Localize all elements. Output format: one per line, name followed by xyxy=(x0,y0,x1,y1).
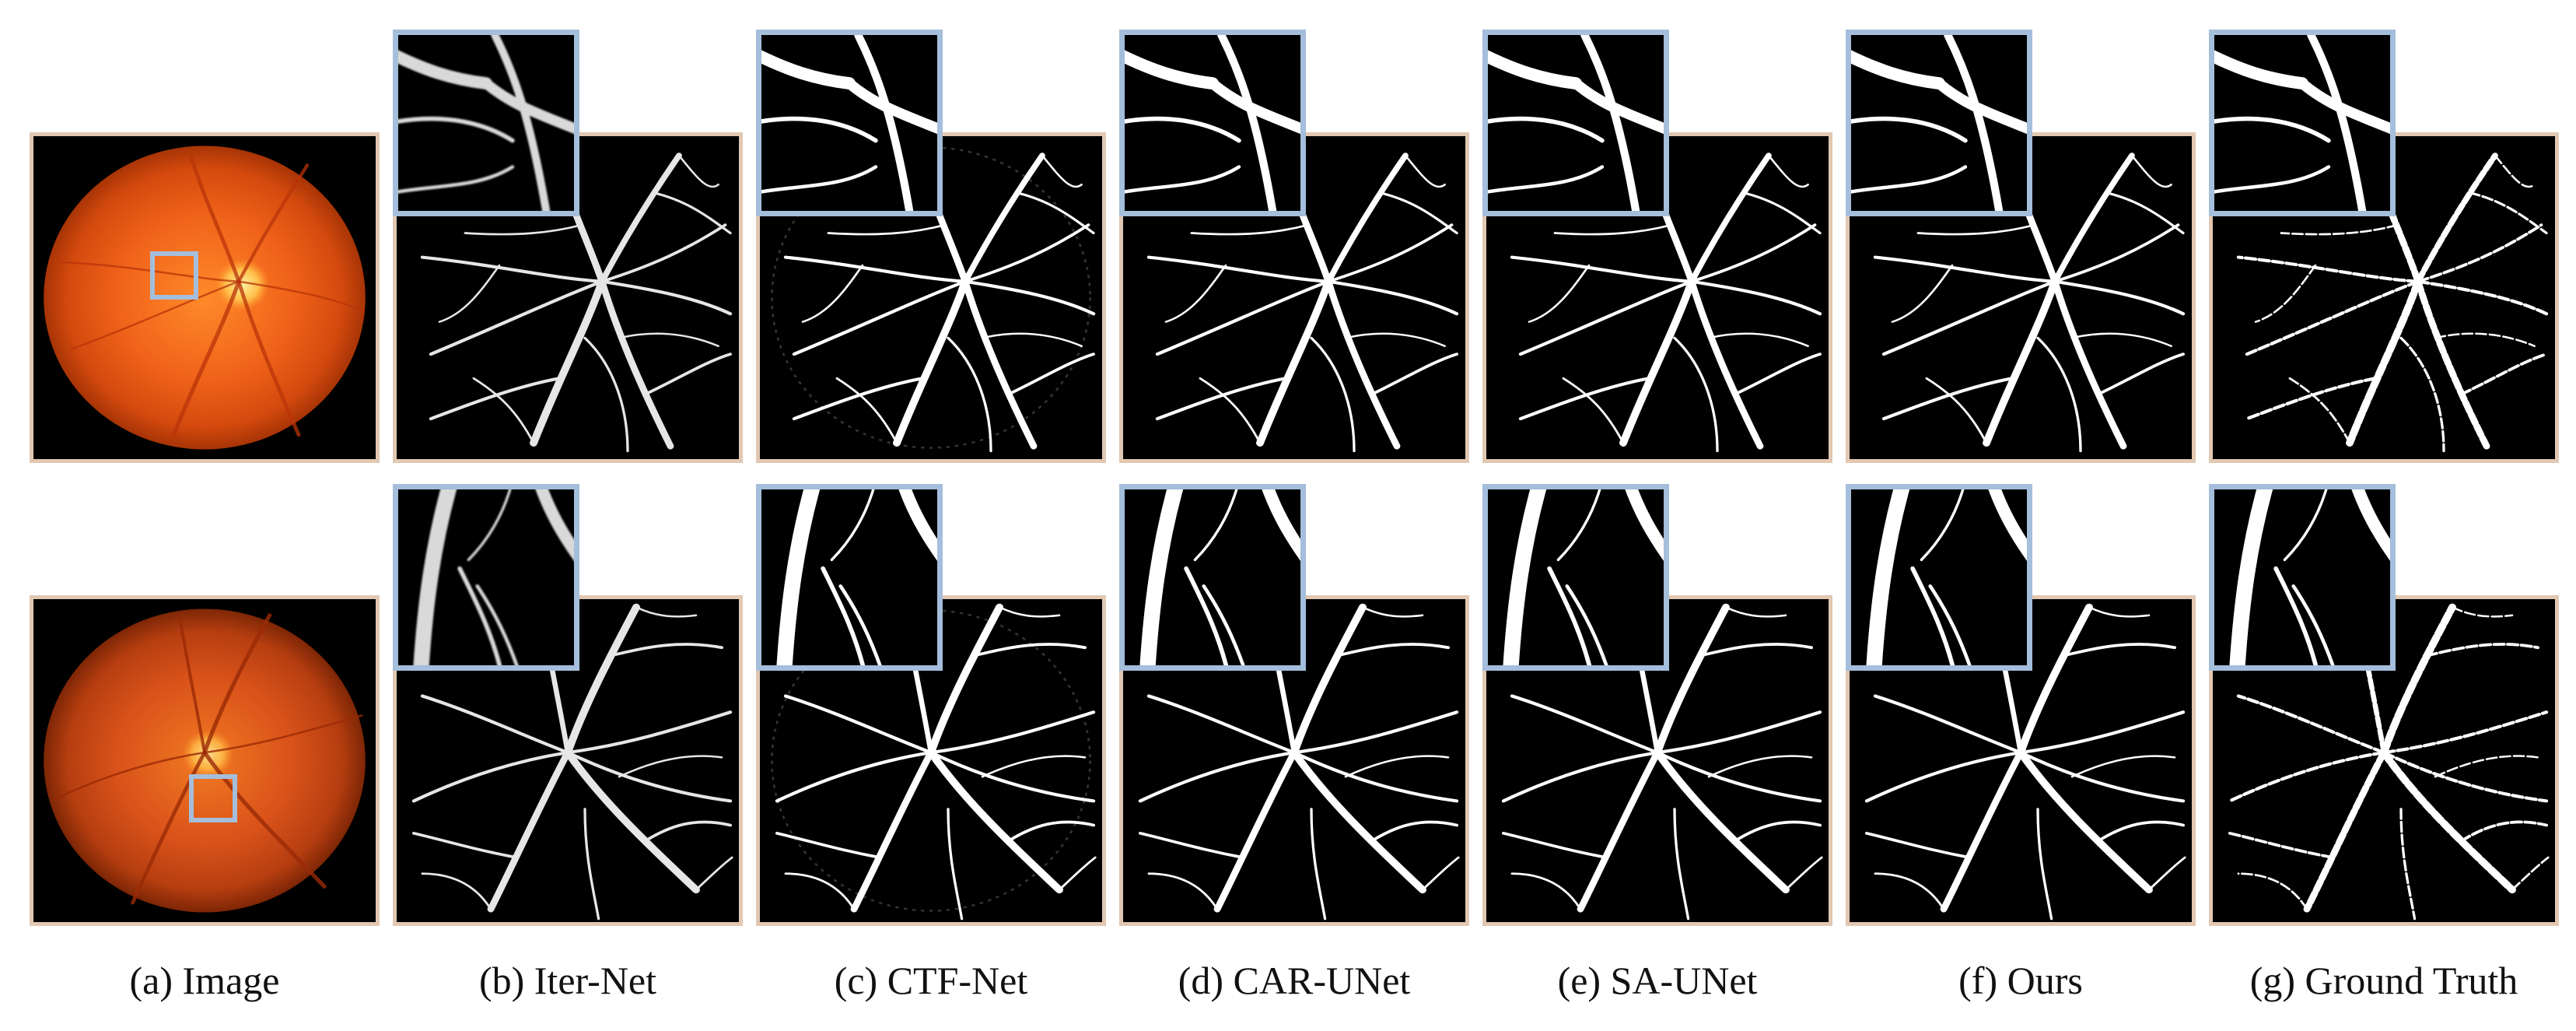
zoom-car-unet-row1 xyxy=(1119,30,1306,216)
zoom-car-unet-row2 xyxy=(1119,484,1306,671)
caption-sa-unet: (e) SA-UNet xyxy=(1557,959,1758,1002)
caption-ctf-net: (c) CTF-Net xyxy=(834,959,1028,1002)
zoom-ctf-net-row2 xyxy=(756,484,943,671)
fundus-image-row2 xyxy=(30,595,380,926)
selection-box-row1 xyxy=(150,251,198,300)
fundus-image-row1 xyxy=(30,132,380,463)
caption-ground-truth: (g) Ground Truth xyxy=(2249,959,2518,1002)
caption-image: (a) Image xyxy=(129,959,280,1002)
zoom-sa-unet-row1 xyxy=(1482,30,1669,216)
selection-box-row2 xyxy=(189,774,237,822)
zoom-ground-truth-row1 xyxy=(2209,30,2396,216)
caption-ours: (f) Ours xyxy=(1958,959,2083,1002)
zoom-ground-truth-row2 xyxy=(2209,484,2396,671)
caption-car-unet: (d) CAR-UNet xyxy=(1178,959,1411,1002)
zoom-sa-unet-row2 xyxy=(1482,484,1669,671)
zoom-ours-row2 xyxy=(1846,484,2032,671)
caption-iter-net: (b) Iter-Net xyxy=(478,959,657,1002)
zoom-ours-row1 xyxy=(1846,30,2032,216)
zoom-ctf-net-row1 xyxy=(756,30,943,216)
zoom-iter-net-row1 xyxy=(393,30,579,216)
zoom-iter-net-row2 xyxy=(393,484,579,671)
